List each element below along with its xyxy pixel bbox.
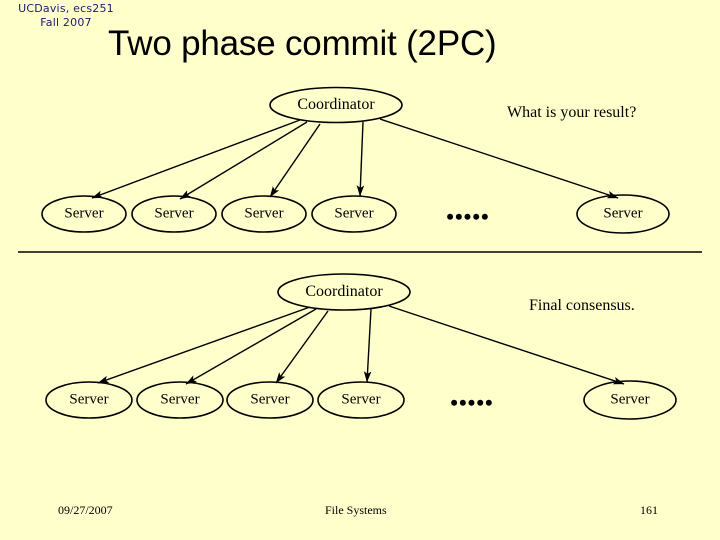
server-node (576, 194, 670, 234)
server-node (221, 195, 307, 233)
footer-page-number: 161 (640, 503, 658, 517)
server-node (41, 195, 127, 233)
server-node (136, 381, 224, 419)
server-label: Server (154, 205, 194, 222)
annotation-phase-two: Final consensus. (529, 297, 635, 314)
server-node (317, 381, 405, 419)
server-label: Server (341, 391, 381, 408)
ellipsis-phase-one: ••••• (446, 204, 490, 229)
coordinator-node-phase-two (277, 273, 411, 311)
server-label: Server (250, 391, 290, 408)
server-node (583, 380, 677, 420)
server-node (131, 195, 217, 233)
server-label: Server (160, 391, 200, 408)
server-label: Server (64, 205, 104, 222)
server-label: Server (334, 205, 374, 222)
server-node (45, 381, 133, 419)
coordinator-label-phase-two: Coordinator (305, 283, 383, 300)
phase-one-edges (91, 118, 619, 200)
page-title: Two phase commit (2PC) (108, 24, 497, 63)
course-tag-line2: Fall 2007 (40, 16, 92, 29)
phase-two-edges (97, 305, 625, 385)
server-label: Server (69, 391, 109, 408)
server-node (226, 381, 314, 419)
annotation-phase-one: What is your result? (507, 104, 637, 121)
coordinator-node-phase-one (269, 86, 403, 124)
phase-two-nodes (45, 273, 677, 420)
server-label: Server (603, 205, 643, 222)
course-tag: UCDavis, ecs251 Fall 2007 (6, 2, 126, 30)
footer-title: File Systems (325, 503, 387, 517)
phase-one-nodes (41, 86, 670, 234)
server-label: Server (610, 391, 650, 408)
coordinator-label-phase-one: Coordinator (297, 96, 375, 113)
ellipsis-phase-two: ••••• (450, 390, 494, 415)
server-node (311, 195, 397, 233)
server-label: Server (244, 205, 284, 222)
footer-date: 09/27/2007 (58, 503, 113, 517)
course-tag-line1: UCDavis, ecs251 (18, 2, 114, 15)
